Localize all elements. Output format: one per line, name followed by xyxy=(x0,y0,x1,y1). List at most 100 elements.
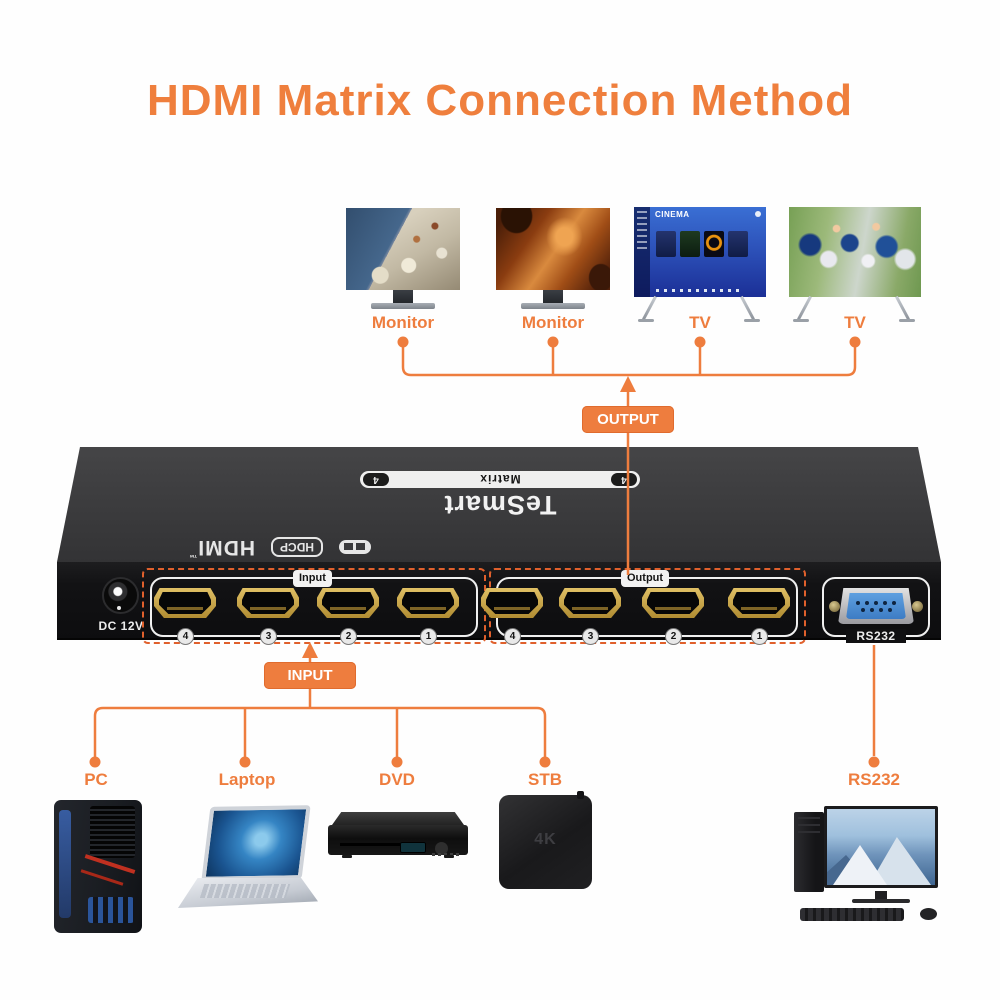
tv-2 xyxy=(789,207,921,322)
dvd-label: DVD xyxy=(379,770,415,789)
monitor-1-base xyxy=(371,303,435,309)
hdmi-input-port-1 xyxy=(397,588,459,618)
matrix-device-rear-panel: DC 12V Input 4 3 2 1 Output 4 3 2 1 xyxy=(57,562,941,645)
dc-power-pin xyxy=(117,606,121,610)
laptop-screen xyxy=(201,805,311,881)
tv-1: CINEMA xyxy=(634,207,766,322)
hdmi-input-port-3 xyxy=(237,588,299,618)
tv-2-foot xyxy=(899,319,915,322)
hdmi-input-port-4 xyxy=(154,588,216,618)
desktop-monitor-base xyxy=(852,899,910,903)
model-bar: 4 Matrix 4 xyxy=(360,471,640,488)
hdmi-input-port-2 xyxy=(317,588,379,618)
stb-4k-badge: 4K xyxy=(534,831,557,848)
laptop-image xyxy=(178,805,318,916)
hdmi-output-port-2 xyxy=(642,588,704,618)
monitor-2-label: Monitor xyxy=(521,313,585,332)
db9-screw xyxy=(829,601,840,612)
keyboard xyxy=(800,908,904,921)
desktop-tower xyxy=(794,812,824,892)
dvd-front-panel xyxy=(328,825,468,856)
power-label: DC 12V xyxy=(98,619,144,633)
dvd-disc-tray xyxy=(340,843,404,846)
laptop-label: Laptop xyxy=(218,770,276,789)
stb-label: STB xyxy=(528,770,562,789)
tv-menu-title: CINEMA xyxy=(655,210,690,219)
pc-tower-image xyxy=(54,800,142,933)
hdcp-logo: HDCP xyxy=(270,537,323,557)
laptop-keys xyxy=(199,884,291,898)
pc-label: PC xyxy=(84,770,108,789)
input-port-number: 1 xyxy=(420,628,437,645)
dvd-foot xyxy=(342,855,352,858)
brand-name: TeSmart xyxy=(443,490,557,520)
hdmi-logo: HDMI™ xyxy=(188,536,255,559)
monitor-2-stand xyxy=(543,290,563,303)
pc-side-window xyxy=(59,810,71,918)
monitor-1-stand xyxy=(393,290,413,303)
output-port-number: 4 xyxy=(504,628,521,645)
tv-2-label: TV xyxy=(844,313,866,332)
monitor-2 xyxy=(496,208,610,309)
pc-red-accent xyxy=(80,869,124,886)
rs232-connection-label: RS232 xyxy=(848,770,900,789)
seaside-photo xyxy=(346,208,460,290)
input-group-frame: Input xyxy=(150,570,478,637)
rs232-db9-connector xyxy=(838,588,914,624)
cycling-photo xyxy=(789,207,921,297)
input-port-number: 2 xyxy=(340,628,357,645)
tv-thumbnail xyxy=(728,231,748,257)
output-flow-badge: OUTPUT xyxy=(582,406,674,433)
monitor-1-label: Monitor xyxy=(371,313,435,332)
output-port-number: 2 xyxy=(665,628,682,645)
device-branding: TeSmart 4 Matrix 4 xyxy=(360,471,640,520)
certification-logos: HDCP HDMI™ xyxy=(71,535,371,559)
tv-2-foot xyxy=(793,319,809,322)
model-name: Matrix xyxy=(479,472,521,487)
monitor-2-screen xyxy=(496,208,610,290)
db9-pins xyxy=(838,588,914,624)
dvd-player-image xyxy=(328,812,468,868)
input-flow-badge: INPUT xyxy=(264,662,356,689)
hdmi-output-port-4 xyxy=(481,588,543,618)
tv-1-foot xyxy=(744,319,760,322)
output-port-number: 1 xyxy=(751,628,768,645)
output-port-number: 3 xyxy=(582,628,599,645)
stb-antenna-nub xyxy=(577,791,584,799)
model-left-badge: 4 xyxy=(611,473,637,486)
hdmi-output-port-3 xyxy=(559,588,621,618)
stb-image: 4K xyxy=(499,791,592,889)
tv-2-screen xyxy=(789,207,921,297)
mouse xyxy=(920,908,937,920)
monitor-1-screen xyxy=(346,208,460,290)
dvd-foot xyxy=(444,855,454,858)
tv-thumbnail xyxy=(656,231,676,257)
tv-thumbnail xyxy=(704,231,724,257)
hdmi-output-port-1 xyxy=(728,588,790,618)
dvd-display xyxy=(400,842,426,853)
dvd-control-knob xyxy=(435,842,448,855)
tv-1-screen: CINEMA xyxy=(634,207,766,297)
monitor-1 xyxy=(346,208,460,309)
input-port-number: 4 xyxy=(177,628,194,645)
smart-tv-menu: CINEMA xyxy=(634,207,766,297)
pc-front-vents xyxy=(88,897,134,923)
tv-menu-pagination-dots xyxy=(656,289,744,292)
certification-badge-icon xyxy=(339,540,371,554)
rs232-port-label: RS232 xyxy=(846,629,906,643)
db9-screw xyxy=(912,601,923,612)
tv-menu-sidebar xyxy=(634,207,650,297)
model-right-badge: 4 xyxy=(363,473,389,486)
desktop-monitor xyxy=(824,806,938,888)
page-title: HDMI Matrix Connection Method xyxy=(146,76,854,125)
tv-1-label: TV xyxy=(689,313,711,332)
output-group-badge: Output xyxy=(621,570,670,587)
input-port-number: 3 xyxy=(260,628,277,645)
dvd-buttons xyxy=(432,853,462,856)
rs232-computer-image xyxy=(782,798,947,938)
desktop-monitor-stand xyxy=(875,891,887,900)
input-group-badge: Input xyxy=(293,570,332,587)
canyon-photo xyxy=(496,208,610,290)
tv-1-foot xyxy=(638,319,654,322)
